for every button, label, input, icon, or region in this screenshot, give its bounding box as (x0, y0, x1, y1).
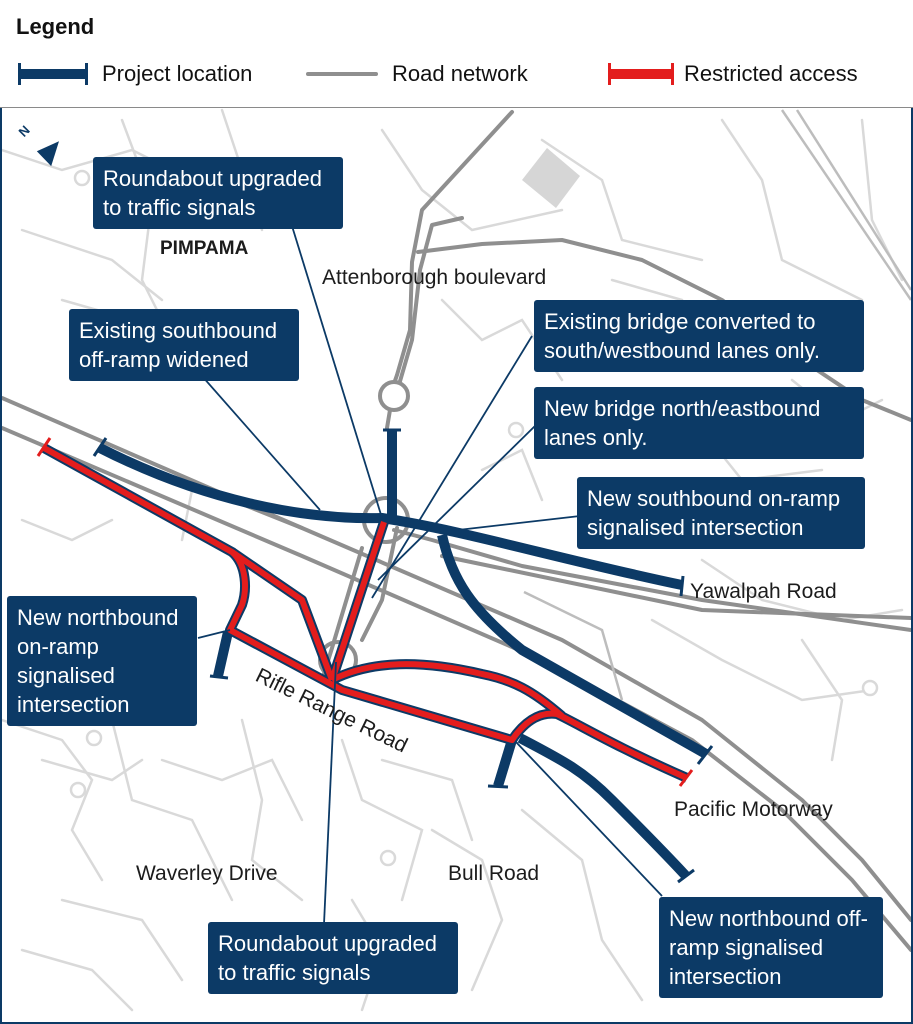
road-network (2, 110, 911, 952)
road-label-yawalpah: Yawalpah Road (690, 580, 837, 603)
north-letter: N (16, 123, 33, 140)
road-label-pacific-motorway: Pacific Motorway (674, 798, 833, 821)
legend-panel: Legend Project location Road network Res… (0, 0, 913, 108)
callout-new-bridge: New bridge north/eastbound lanes only. (534, 387, 864, 459)
road-network-light (523, 109, 911, 701)
callout-existing-bridge: Existing bridge converted to south/westb… (534, 300, 864, 372)
road-network-swatch (306, 72, 378, 76)
callout-roundabout-north: Roundabout upgraded to traffic signals (93, 157, 343, 229)
north-arrow: N (14, 118, 68, 173)
callout-northbound-onramp: New northbound on-ramp signalised inters… (7, 596, 197, 726)
legend-label-restricted: Restricted access (684, 61, 858, 86)
callout-northbound-offramp: New northbound off-ramp signalised inter… (659, 897, 883, 998)
callout-southbound-onramp: New southbound on-ramp signalised inters… (577, 477, 865, 549)
restricted-end-caps (36, 437, 694, 787)
place-label-pimpama: PIMPAMA (160, 238, 249, 259)
project-location-swatch (18, 63, 88, 85)
restricted-access-lines (42, 445, 689, 781)
callout-southbound-offramp: Existing southbound off-ramp widened (69, 309, 299, 381)
attenborough-roundabout (378, 380, 410, 412)
callout-leader-lines (197, 225, 663, 925)
restricted-access-swatch (608, 63, 674, 85)
callout-roundabout-south: Roundabout upgraded to traffic signals (208, 922, 458, 994)
minor-roundabouts (69, 169, 879, 867)
legend-title: Legend (16, 14, 95, 39)
north-arrow-icon: N (16, 123, 60, 167)
project-end-caps (92, 428, 714, 884)
legend-item-road: Road network (306, 60, 528, 88)
road-label-bull-road: Bull Road (448, 862, 540, 885)
road-label-attenborough: Attenborough boulevard (322, 266, 547, 289)
legend-label-project: Project location (102, 61, 253, 86)
building-shape (522, 148, 580, 208)
road-label-waverley: Waverley Drive (136, 862, 278, 885)
legend-item-project: Project location (18, 60, 252, 88)
legend-item-restricted: Restricted access (608, 60, 858, 88)
legend-label-road: Road network (392, 61, 528, 86)
